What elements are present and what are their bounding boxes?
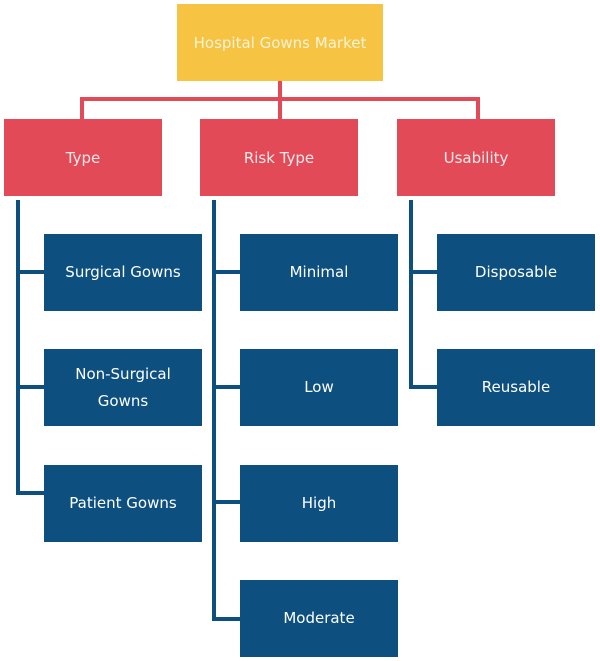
leaf-reusable: Reusable [437,349,595,426]
leaf-label: Minimal [289,263,349,281]
leaf-label: Non-Surgical Gowns [75,364,171,410]
leaf-moderate: Moderate [240,580,398,657]
category-label: Risk Type [243,148,315,167]
leaf-label: Disposable [474,263,558,281]
leaf-label: Surgical Gowns [65,263,181,281]
root-connector-vertical [278,81,282,101]
leaf-surgical-gowns: Surgical Gowns [44,234,202,311]
leaf-label: Patient Gowns [69,494,177,512]
leaf-label: Moderate [283,609,355,627]
connector-to-risk-type [278,97,282,119]
leaf-disposable: Disposable [437,234,595,311]
type-connector-1 [16,270,44,274]
root-label: Hospital Gowns Market [193,33,367,52]
category-label: Usability [443,148,509,167]
leaf-patient-gowns: Patient Gowns [44,465,202,542]
category-node-usability: Usability [397,119,555,196]
type-connector-3 [16,491,44,495]
type-connector-2 [16,385,44,389]
risk-type-connector-1 [212,270,240,274]
risk-type-branch-line [212,200,216,621]
category-node-risk-type: Risk Type [200,119,358,196]
usability-connector-2 [409,385,437,389]
usability-connector-1 [409,270,437,274]
risk-type-connector-4 [212,617,240,621]
leaf-high: High [240,465,398,542]
leaf-label: High [301,494,337,512]
leaf-minimal: Minimal [240,234,398,311]
risk-type-connector-2 [212,385,240,389]
leaf-label: Reusable [481,378,551,396]
root-node: Hospital Gowns Market [177,4,383,81]
risk-type-connector-3 [212,500,240,504]
type-branch-line [16,200,20,495]
category-label: Type [65,148,101,167]
leaf-low: Low [240,349,398,426]
category-node-type: Type [4,119,162,196]
connector-to-usability [476,97,480,119]
connector-to-type [80,97,84,119]
usability-branch-line [409,200,413,389]
leaf-non-surgical-gowns: Non-Surgical Gowns [44,349,202,426]
leaf-label: Low [304,378,334,396]
